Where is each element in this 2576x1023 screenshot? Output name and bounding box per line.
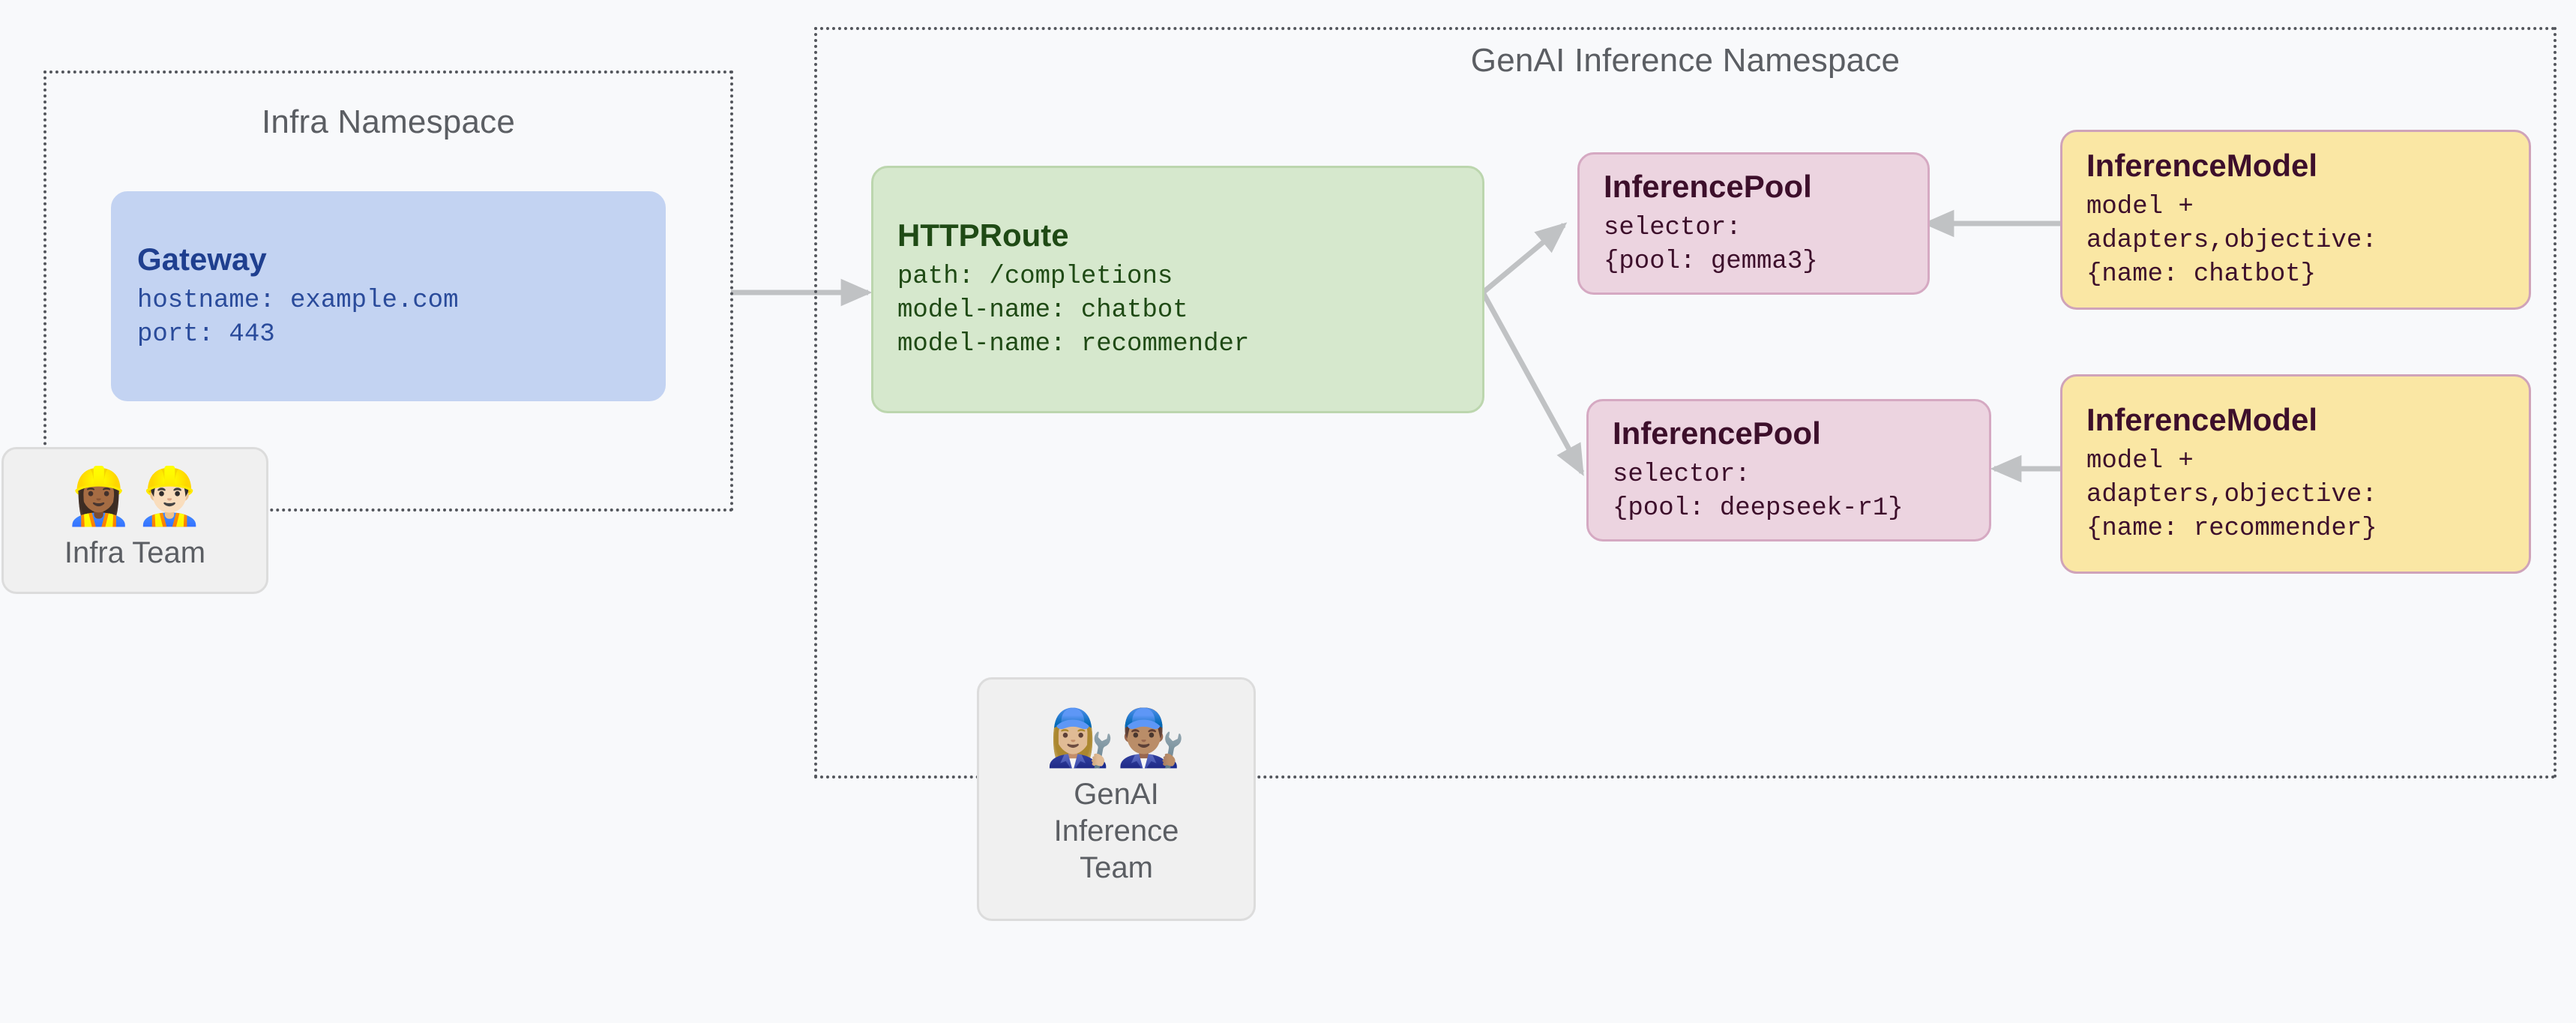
node-inferencepool-gemma3-line-1: selector:: [1604, 213, 1742, 242]
node-gateway[interactable]: Gateway hostname: example.com port: 443: [111, 191, 666, 401]
genai-team-label: GenAI Inference Team: [1053, 778, 1179, 884]
node-httproute[interactable]: HTTPRoute path: /completions model-name:…: [871, 166, 1484, 413]
node-inferencepool-gemma3-title: InferencePool: [1604, 169, 1812, 205]
node-inferencepool-gemma3[interactable]: InferencePool selector: {pool: gemma3}: [1577, 152, 1930, 295]
node-httproute-line-2: model-name: chatbot: [897, 296, 1188, 326]
node-httproute-line-3: model-name: recommender: [897, 330, 1250, 359]
node-httproute-line-1: path: /completions: [897, 262, 1173, 291]
infra-team-avatars-icon: 👷🏾‍♀️👷🏻‍♂️: [64, 464, 206, 527]
node-inferencemodel-chatbot[interactable]: InferenceModel model + adapters,objectiv…: [2060, 130, 2531, 310]
namespace-genai: GenAI Inference Namespace: [814, 27, 2557, 778]
node-inferencepool-deepseek-r1-line-1: selector:: [1613, 460, 1751, 489]
infra-team-label: Infra Team: [64, 536, 206, 569]
node-inferencemodel-recommender-title: InferenceModel: [2086, 402, 2318, 438]
node-inferencepool-gemma3-line-2: {pool: gemma3}: [1604, 247, 1818, 276]
team-card-genai-inference[interactable]: 👩🏼‍🔧👨🏽‍🔧 GenAI Inference Team: [977, 677, 1256, 921]
node-inferencepool-deepseek-r1-line-2: {pool: deepseek-r1}: [1613, 494, 1904, 523]
node-inferencemodel-chatbot-line-1: model +: [2086, 192, 2194, 221]
team-card-infra[interactable]: 👷🏾‍♀️👷🏻‍♂️ Infra Team: [1, 447, 268, 594]
node-inferencemodel-chatbot-line-3: {name: chatbot}: [2086, 260, 2317, 290]
namespace-infra: Infra Namespace: [43, 70, 733, 512]
node-gateway-line-1: hostname: example.com: [137, 286, 459, 315]
node-inferencepool-deepseek-r1-title: InferencePool: [1613, 416, 1821, 452]
node-inferencemodel-recommender-line-1: model +: [2086, 446, 2194, 476]
namespace-genai-title: GenAI Inference Namespace: [1470, 42, 1901, 79]
node-inferencepool-deepseek-r1[interactable]: InferencePool selector: {pool: deepseek-…: [1586, 399, 1991, 542]
node-gateway-title: Gateway: [137, 242, 267, 277]
node-httproute-title: HTTPRoute: [897, 218, 1069, 254]
node-inferencemodel-recommender-line-2: adapters,objective:: [2086, 481, 2377, 510]
namespace-infra-title: Infra Namespace: [261, 104, 516, 140]
node-inferencemodel-chatbot-line-2: adapters,objective:: [2086, 226, 2377, 256]
node-gateway-line-2: port: 443: [137, 320, 275, 349]
node-inferencemodel-recommender-line-3: {name: recommender}: [2086, 514, 2377, 544]
node-inferencemodel-recommender[interactable]: InferenceModel model + adapters,objectiv…: [2060, 374, 2531, 574]
node-inferencemodel-chatbot-title: InferenceModel: [2086, 148, 2318, 184]
genai-team-avatars-icon: 👩🏼‍🔧👨🏽‍🔧: [1045, 706, 1188, 770]
